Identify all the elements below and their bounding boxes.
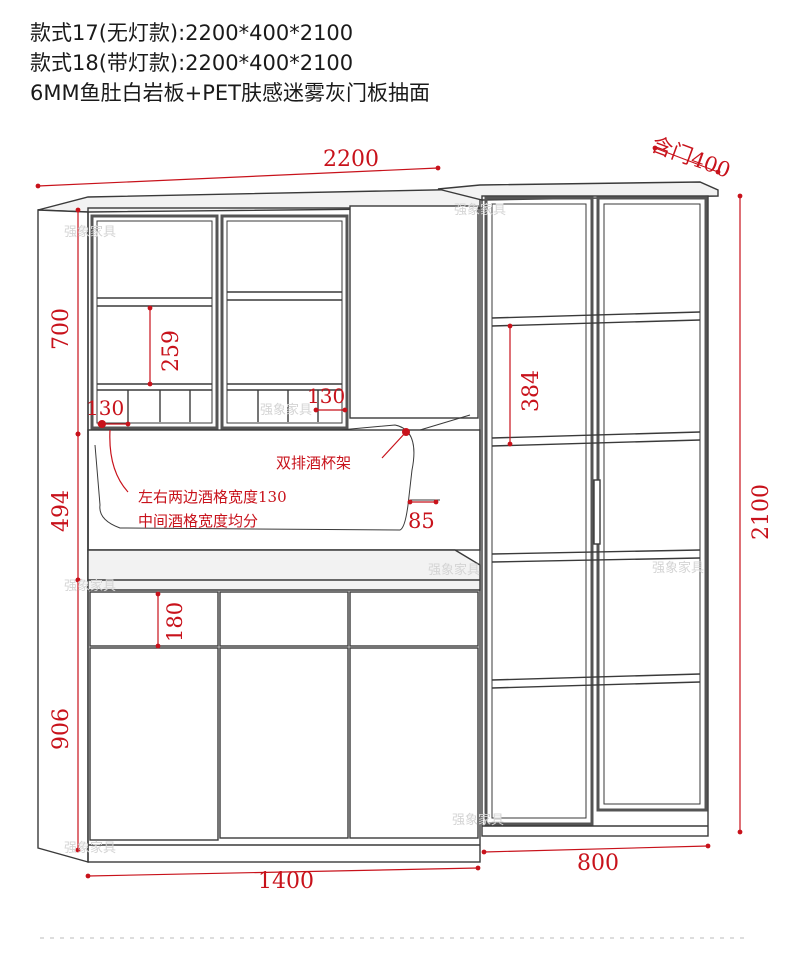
dim-drawer-height: 180: [163, 602, 187, 642]
watermark-8: 强象家具: [452, 812, 504, 828]
dim-total-width: 2200: [323, 147, 379, 172]
watermark-3: 强象家具: [260, 402, 312, 418]
note-wine-slot-even: 中间酒格宽度均分: [138, 512, 258, 530]
watermark-2: 强象家具: [454, 202, 506, 218]
watermark-1: 强象家具: [64, 224, 116, 240]
watermark-6: 强象家具: [652, 560, 704, 576]
dim-wine-slot-right: 130: [307, 384, 345, 408]
spec-line-model-17: 款式17(无灯款):2200*400*2100: [30, 21, 354, 45]
dim-cup-rack-depth: 85: [408, 509, 435, 533]
wine-slot-marker: [98, 420, 106, 428]
dimension-lines: [35, 145, 743, 879]
dim-wine-slot-left: 130: [86, 396, 124, 420]
spec-line-material: 6MM鱼肚白岩板+PET肤感迷雾灰门板抽面: [30, 81, 430, 105]
dim-upper-height: 700: [49, 308, 74, 350]
dim-shelf-gap-right: 384: [519, 370, 544, 412]
spec-line-model-18: 款式18(带灯款):2200*400*2100: [30, 51, 354, 75]
note-wine-glass-rack: 双排酒杯架: [276, 454, 351, 472]
watermark-7: 强象家具: [64, 840, 116, 856]
watermark-4: 强象家具: [64, 578, 116, 594]
spec-header: 款式17(无灯款):2200*400*2100 款式18(带灯款):2200*4…: [30, 18, 430, 108]
dim-middle-height: 494: [49, 490, 74, 532]
dim-lower-height: 906: [49, 708, 74, 750]
dim-shelf-gap-left: 259: [159, 330, 184, 372]
dim-right-width: 800: [577, 851, 619, 876]
cup-rack-marker: [402, 428, 410, 436]
watermark-5: 强象家具: [428, 562, 480, 578]
dim-total-height: 2100: [749, 484, 774, 540]
dim-left-width: 1400: [258, 869, 314, 894]
note-wine-slot-width: 左右两边酒格宽度130: [138, 488, 287, 506]
right-cabinet: [437, 181, 719, 837]
dim-depth: 含门400: [648, 132, 733, 183]
